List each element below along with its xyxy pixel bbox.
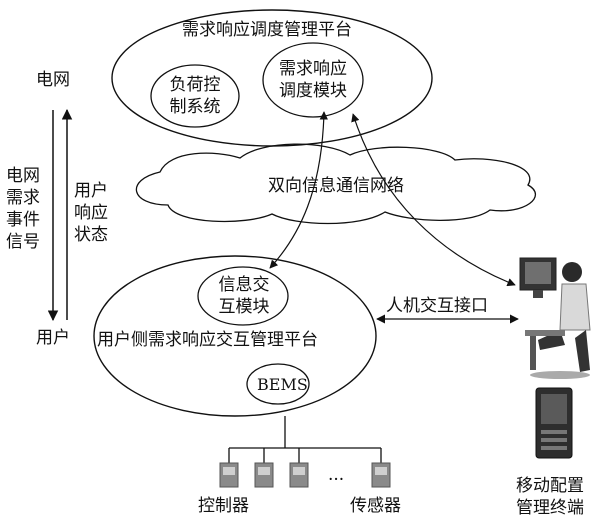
user-status-label: 用户响应 状态	[74, 181, 108, 245]
load-control-label: 负荷控制系统	[169, 75, 221, 117]
user-label: 用户	[36, 328, 70, 348]
person-at-computer-icon	[519, 257, 591, 379]
user-platform-ellipse	[93, 255, 377, 417]
info-module-ellipse	[197, 266, 289, 326]
device-icon	[254, 462, 274, 488]
terminal-label: 移动配置管理终端	[516, 476, 584, 518]
ellipsis-label: ···	[328, 470, 345, 490]
grid-signal-label: 电网需求 事件信号	[6, 166, 40, 252]
dispatch-info-link	[269, 111, 329, 269]
mobile-terminal-icon	[535, 387, 573, 459]
load-control-ellipse	[150, 64, 240, 128]
dispatch-hmi-link	[351, 113, 516, 287]
controller-label: 控制器	[198, 496, 249, 516]
hmi-label: 人机交互接口	[386, 296, 488, 316]
device-icon	[219, 462, 239, 488]
bems-ellipse	[246, 363, 310, 405]
sensor-label: 传感器	[350, 496, 401, 516]
device-icon	[289, 462, 309, 488]
grid-label: 电网	[36, 70, 70, 90]
network-label: 双向信息通信网络	[268, 176, 404, 196]
bems-label: BEMS	[257, 375, 308, 394]
device-icon	[371, 462, 391, 488]
user-platform-title: 用户侧需求响应交互管理平台	[97, 330, 318, 350]
top-platform-title: 需求响应调度管理平台	[182, 20, 352, 40]
dispatch-module-label: 需求响应调度模块	[279, 59, 347, 101]
info-module-label: 信息交互模块	[218, 275, 270, 317]
